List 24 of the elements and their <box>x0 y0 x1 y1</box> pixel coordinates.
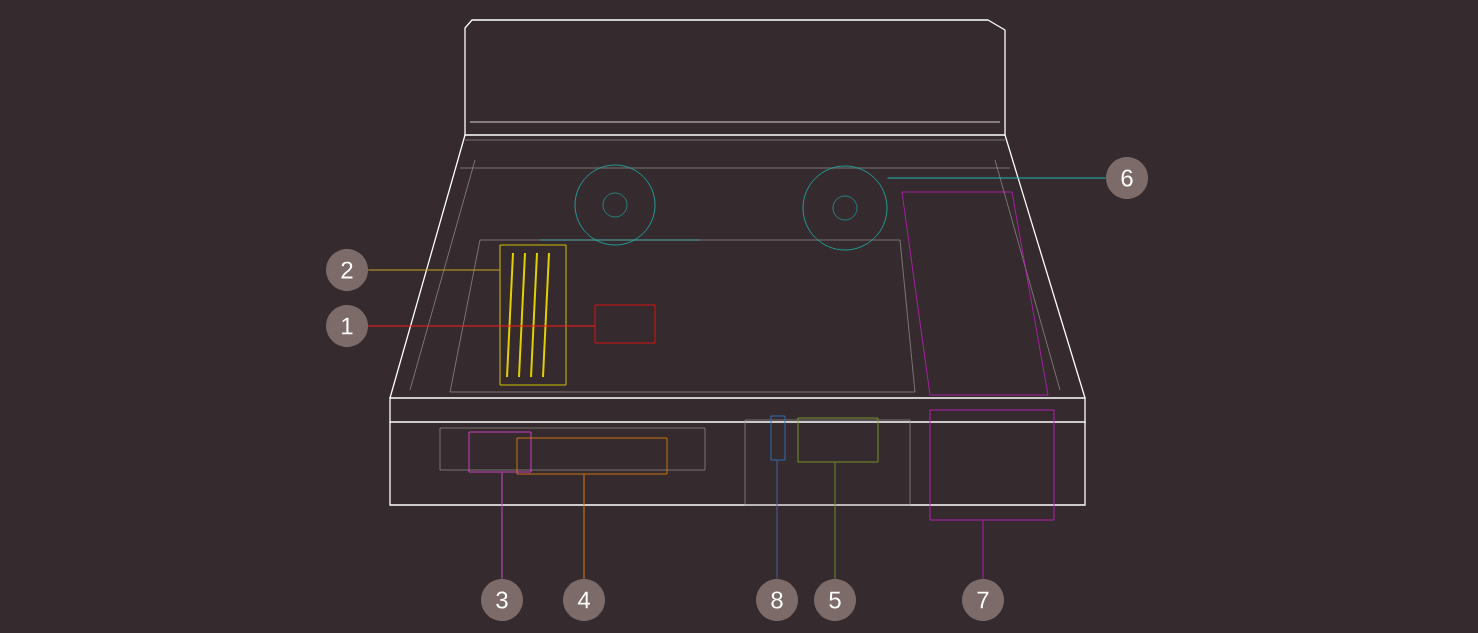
callout-number: 6 <box>1106 157 1148 199</box>
leader-line <box>776 459 778 580</box>
leader-line <box>886 177 1107 179</box>
lan-ports <box>468 431 532 473</box>
riser-slot <box>770 415 786 461</box>
leader-line <box>583 473 585 580</box>
power-supply <box>929 409 1055 521</box>
callout-number: 7 <box>962 579 1004 621</box>
pcie-slots <box>797 417 879 463</box>
callout-number: 4 <box>563 579 605 621</box>
callout-number: 8 <box>756 579 798 621</box>
io-ports <box>516 437 668 475</box>
callout-number: 3 <box>481 579 523 621</box>
cpu <box>594 304 656 344</box>
memory-slots <box>499 244 567 386</box>
leader-line <box>501 471 503 580</box>
callout-number: 1 <box>326 305 368 347</box>
leader-line <box>982 519 984 580</box>
leader-line <box>834 461 836 580</box>
callout-number: 5 <box>814 579 856 621</box>
callout-number: 2 <box>326 249 368 291</box>
leader-line <box>367 269 501 271</box>
fan <box>802 165 888 251</box>
leader-line <box>367 325 596 327</box>
